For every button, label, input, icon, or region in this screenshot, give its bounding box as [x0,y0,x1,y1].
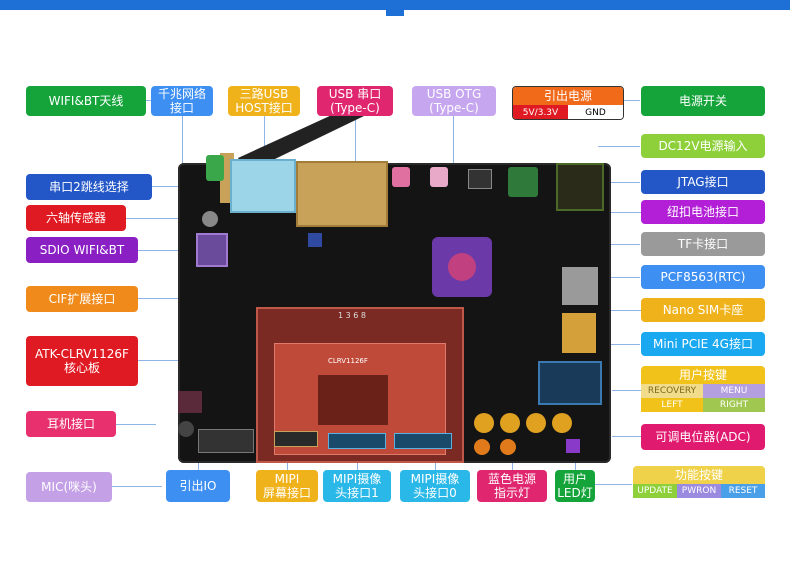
user-keys-title: 用户按键 [641,366,765,384]
dev-board: 1 3 6 8 CLRV1126F [178,113,611,463]
mic-label: MIC(咪头) [26,472,112,502]
mini-pcie-label: Mini PCIE 4G接口 [641,332,765,356]
key-pwron: PWRON [677,484,721,498]
user-led-label: 用户 LED灯 [555,470,595,502]
connector-line [598,182,640,183]
blue-power-led-label: 蓝色电源 指示灯 [477,470,547,502]
antenna-connector [206,155,224,181]
func-keys-box: 功能按键 UPDATE PWRON RESET [633,466,765,502]
sdio-wifi-module [196,233,228,267]
tf-slot [562,267,598,305]
power-out-title: 引出电源 [513,87,623,105]
sim-slot [562,313,596,353]
power-switch-part [508,167,538,197]
connector-line [612,436,642,437]
core-module-text: CLRV1126F [328,357,368,365]
six-axis-sensor-label: 六轴传感器 [26,205,126,231]
connector-line [598,146,640,147]
top-accent-tick [386,10,404,16]
power-switch-label: 电源开关 [641,86,765,116]
wifi-bt-antenna-label: WIFI&BT天线 [26,86,146,116]
connector-line [453,116,454,166]
connector-line [590,344,640,345]
connector-line [560,484,632,485]
key-right: RIGHT [703,398,765,412]
sdio-wifi-bt-label: SDIO WIFI&BT [26,237,138,263]
gigabit-ethernet-label: 千兆网络 接口 [151,86,213,116]
key-recovery: RECOVERY [641,384,703,398]
dc12v-input-label: DC12V电源输入 [641,134,765,158]
adc-label: 可调电位器(ADC) [641,424,765,450]
connector-line [182,116,183,166]
key-menu: MENU [703,384,765,398]
connector-line [152,186,200,187]
mipi-cam0-conn [394,433,452,449]
btn-orange-1 [474,439,490,455]
func-keys-title: 功能按键 [633,466,765,484]
coin-battery-cell [448,253,476,281]
connector-line [112,486,162,487]
connector-line [126,218,222,219]
key-reset: RESET [721,484,765,498]
mipi-cam0-label: MIPI摄像 头接口0 [400,470,470,502]
pcf8563-label: PCF8563(RTC) [641,265,765,289]
core-board-label: ATK-CLRV1126F 核心板 [26,336,138,386]
six-axis-chip [308,233,322,247]
soc-chip [318,375,388,425]
top-accent-bar [0,0,790,16]
jumper-part [202,211,218,227]
typec-serial-port [392,167,410,187]
mini-pcie-slot [538,361,602,405]
typec-otg-port [430,167,448,187]
btn-yellow-2 [500,413,520,433]
connector-line [585,212,641,213]
connector-line [612,390,642,391]
power-out-box: 引出电源 5V/3.3V GND [512,86,624,120]
power-out-left: 5V/3.3V [513,105,568,119]
btn-orange-2 [500,439,516,455]
key-update: UPDATE [633,484,677,498]
gpio-header [198,429,254,453]
earphone-jack-label: 耳机接口 [26,411,116,437]
connector-line [585,310,641,311]
btn-yellow-1 [474,413,494,433]
mic-part [178,421,194,437]
uart2-jumper-label: 串口2跳线选择 [26,174,152,200]
connector-line [264,116,265,166]
connector-line [138,250,198,251]
btn-yellow-4 [552,413,572,433]
connector-line [138,360,178,361]
adc-pot [566,439,580,453]
usb-host-label: 三路USB HOST接口 [228,86,300,116]
coin-battery-label: 纽扣电池接口 [641,200,765,224]
gpio-out-label: 引出IO [166,470,230,502]
connector-line [138,298,178,299]
btn-yellow-3 [526,413,546,433]
power-out-right: GND [568,105,623,119]
usb-otg-label: USB OTG (Type-C) [412,86,496,116]
mipi-cam1-conn [328,433,386,449]
cif-expansion-label: CIF扩展接口 [26,286,138,312]
key-left: LEFT [641,398,703,412]
connector-line [590,244,640,245]
power-header [468,169,492,189]
earphone-port [178,391,202,413]
dc-jack [556,163,604,211]
jtag-label: JTAG接口 [641,170,765,194]
nano-sim-label: Nano SIM卡座 [641,298,765,322]
connector-line [116,424,156,425]
user-keys-box: 用户按键 RECOVERY MENU LEFT RIGHT [641,366,765,416]
mipi-screen-label: MIPI 屏幕接口 [256,470,318,502]
ethernet-port [230,159,296,213]
connector-line [355,116,356,166]
usb-serial-label: USB 串口 (Type-C) [317,86,393,116]
core-serial: 1 3 6 8 [338,311,366,320]
tf-card-label: TF卡接口 [641,232,765,256]
usb-host-ports [296,161,388,227]
mipi-cam1-label: MIPI摄像 头接口1 [323,470,391,502]
mipi-screen-conn [274,431,318,447]
